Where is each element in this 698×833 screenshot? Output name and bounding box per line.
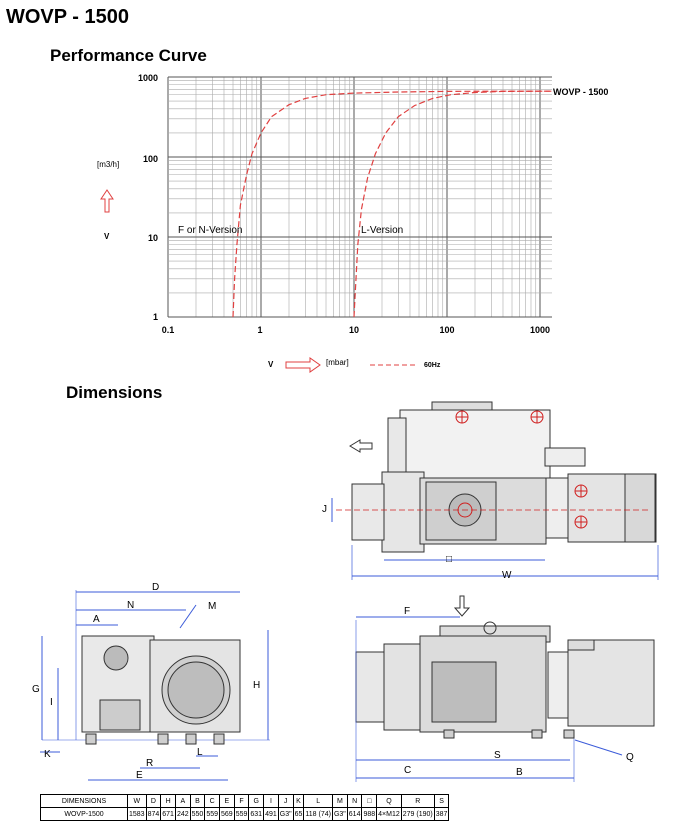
x-tick-0.1: 0.1: [162, 325, 175, 335]
series-label-f-n: F or N-Version: [178, 225, 242, 236]
x-tick-1000: 1000: [530, 325, 550, 335]
y-tick-1000: 1000: [138, 73, 158, 83]
dim-label-f: F: [404, 606, 410, 617]
table-cell: 559: [204, 807, 221, 821]
table-cell: 1583: [127, 807, 147, 821]
series-line-0: [232, 90, 552, 318]
x-tick-10: 10: [349, 325, 359, 335]
table-cell: 569: [219, 807, 235, 821]
dimensions-title: Dimensions: [66, 383, 163, 402]
dim-label-e: E: [136, 770, 143, 781]
table-cell: WOVP-1500: [40, 807, 128, 821]
series-line-1: [353, 90, 552, 318]
table-header-cell: R: [400, 794, 435, 808]
dim-label-j: J: [322, 504, 327, 515]
series-label-l: L-Version: [361, 225, 403, 236]
dim-label-h: H: [253, 680, 260, 691]
x-tick-1: 1: [257, 325, 262, 335]
table-header-cell: J: [277, 794, 294, 808]
table-cell: 614: [346, 807, 363, 821]
x-axis-unit: [mbar]: [326, 358, 349, 367]
y-axis-symbol: V: [104, 232, 110, 241]
up-arrow-icon: [100, 189, 114, 213]
table-cell: 242: [174, 807, 191, 821]
dim-label-i: I: [50, 697, 53, 708]
table-header-cell: H: [160, 794, 176, 808]
table-cell: 491: [263, 807, 279, 821]
dim-label-k: K: [44, 749, 51, 760]
dim-label-d: D: [152, 582, 159, 593]
table-header-cell: C: [204, 794, 221, 808]
dim-label-l: L: [197, 747, 203, 758]
model-title: WOVP - 1500: [6, 6, 130, 28]
table-cell: 550: [189, 807, 206, 821]
top-view-drawing: [331, 401, 659, 580]
side-view-drawing: [40, 590, 270, 781]
table-header-cell: L: [303, 794, 333, 808]
y-tick-100: 100: [143, 154, 158, 164]
dim-label-b: B: [516, 767, 523, 778]
dim-label-n: N: [127, 600, 134, 611]
table-header-cell: A: [174, 794, 191, 808]
table-header-cell: □: [361, 794, 378, 808]
table-header-cell: B: [189, 794, 206, 808]
performance-chart: 1000 100 10 1 0.1 1 10 100 1000 [m3/h] V…: [97, 73, 608, 373]
table-cell: 559: [233, 807, 250, 821]
dim-label-s: S: [494, 750, 501, 761]
y-tick-1: 1: [153, 312, 158, 322]
y-tick-10: 10: [148, 233, 158, 243]
dim-label-q: Q: [626, 752, 634, 763]
table-cell: 279 (190): [400, 807, 435, 821]
x-tick-100: 100: [439, 325, 454, 335]
model-label: WOVP - 1500: [553, 87, 608, 97]
right-arrow-icon: [285, 357, 321, 373]
table-header-cell: K: [292, 794, 305, 808]
table-header-cell: S: [433, 794, 450, 808]
table-header-cell: N: [346, 794, 363, 808]
table-header-cell: G: [248, 794, 265, 808]
x-axis-symbol: V: [268, 360, 274, 369]
table-header-cell: W: [127, 794, 147, 808]
table-cell: 65: [292, 807, 305, 821]
table-cell: 874: [145, 807, 162, 821]
y-axis-unit: [m3/h]: [97, 160, 119, 169]
table-cell: 118 (74): [303, 807, 333, 821]
table-cell: 671: [160, 807, 176, 821]
dim-label-c: C: [404, 765, 411, 776]
table-header-cell: I: [263, 794, 279, 808]
table-cell: G3": [331, 807, 348, 821]
dim-label-m: M: [208, 601, 216, 612]
table-header-cell: D: [145, 794, 162, 808]
table-cell: 387: [433, 807, 450, 821]
table-cell: G3": [277, 807, 294, 821]
table-header-cell: F: [233, 794, 250, 808]
performance-curve-title: Performance Curve: [50, 46, 207, 65]
legend-60hz: 60Hz: [424, 362, 441, 369]
table-header-cell: Q: [376, 794, 402, 808]
table-cell: 4×M12: [376, 807, 402, 821]
table-cell: 988: [361, 807, 378, 821]
table-header-cell: E: [219, 794, 235, 808]
dim-label-o: □: [446, 554, 452, 565]
table-cell: 631: [248, 807, 265, 821]
front-view-drawing: [355, 595, 655, 782]
dim-label-w: W: [502, 570, 512, 581]
table-header-cell: DIMENSIONS: [40, 794, 128, 808]
dim-label-r: R: [146, 758, 153, 769]
dim-label-a: A: [93, 614, 100, 625]
dim-label-g: G: [32, 684, 40, 695]
table-header-cell: M: [331, 794, 348, 808]
